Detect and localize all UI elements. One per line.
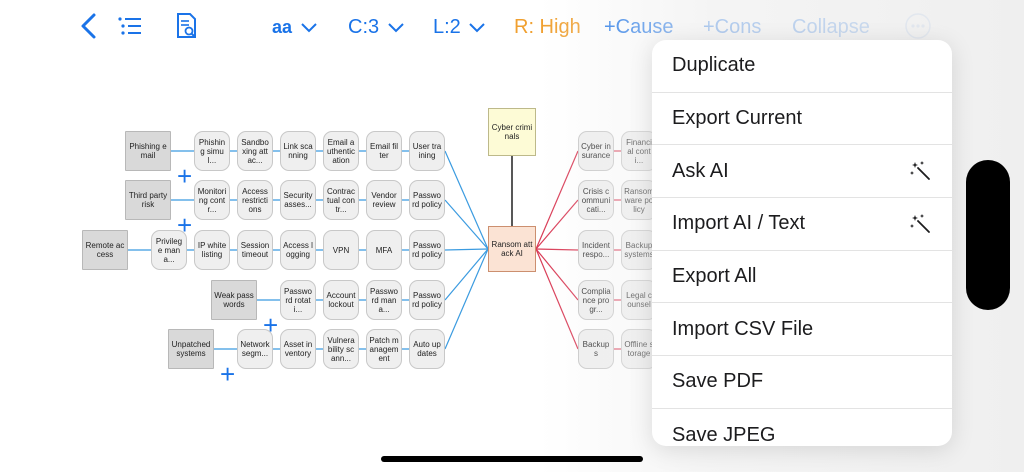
menu-item-label: Save PDF [672, 370, 764, 393]
connector-line [444, 248, 489, 350]
menu-item-export-current[interactable]: Export Current [652, 93, 952, 146]
barrier-node[interactable]: Session timeout [237, 230, 273, 270]
barrier-node[interactable]: Access logging [280, 230, 316, 270]
barrier-node[interactable]: Password mana... [366, 280, 402, 320]
scroll-handle[interactable] [966, 160, 1010, 310]
chevron-down-icon [387, 23, 404, 33]
barrier-node[interactable]: IP whitelisting [194, 230, 230, 270]
home-indicator[interactable] [381, 456, 643, 462]
barrier-node[interactable]: Password rotati... [280, 280, 316, 320]
menu-item-save-pdf[interactable]: Save PDF [652, 356, 952, 409]
center-event-node[interactable]: Ransom attack AI [488, 226, 536, 272]
barrier-node[interactable]: User training [409, 131, 445, 171]
connector-line [535, 199, 579, 250]
sparkle-wand-icon [910, 213, 930, 233]
barrier-node[interactable]: Password policy [409, 180, 445, 220]
add-cause-button[interactable]: +Cause [604, 16, 674, 38]
chevron-down-icon [469, 23, 486, 33]
barrier-node[interactable]: Password policy [409, 280, 445, 320]
menu-item-label: Import CSV File [672, 317, 814, 340]
add-consequence-button[interactable]: +Cons [703, 16, 762, 38]
cause-node-phishing[interactable]: Phishing email [125, 131, 171, 171]
menu-item-ask-ai[interactable]: Ask AI [652, 145, 952, 199]
menu-item-label: Import AI / Text [672, 212, 806, 235]
connector-line [535, 248, 579, 251]
barrier-node[interactable]: VPN [323, 230, 359, 270]
menu-item-export-all[interactable]: Export All [652, 251, 952, 304]
sparkle-wand-icon [910, 161, 930, 181]
barrier-node[interactable]: Sandboxing attac... [237, 131, 273, 171]
barrier-node[interactable]: Network segm... [237, 329, 273, 369]
back-chevron-icon[interactable] [74, 10, 106, 42]
cause-level-label: C:3 [348, 16, 380, 38]
menu-item-label: Ask AI [672, 159, 729, 182]
connector-line [444, 199, 489, 250]
list-icon[interactable] [114, 10, 146, 42]
menu-item-label: Export Current [672, 107, 803, 130]
cause-node-weak-passwords[interactable]: Weak passwords [211, 280, 257, 320]
connector-line [535, 150, 579, 250]
level-label: L:2 [433, 16, 461, 38]
barrier-node[interactable]: Email filter [366, 131, 402, 171]
more-options-icon[interactable] [904, 12, 932, 40]
consequence-barrier-node[interactable]: Crisis communicati... [578, 180, 614, 220]
barrier-node[interactable]: Access restrictions [237, 180, 273, 220]
barrier-node[interactable]: Asset inventory [280, 329, 316, 369]
level-button[interactable]: L:2 [433, 14, 486, 40]
font-size-label: aa [272, 17, 293, 37]
cause-node-unpatched[interactable]: Unpatched systems [168, 329, 214, 369]
add-plus-icon[interactable]: + [177, 161, 193, 191]
consequence-barrier-node[interactable]: Incident respo... [578, 230, 614, 270]
barrier-node[interactable]: Password policy [409, 230, 445, 270]
connector-line [535, 248, 579, 350]
menu-item-import-ai-text[interactable]: Import AI / Text [652, 198, 952, 251]
barrier-node[interactable]: Link scanning [280, 131, 316, 171]
consequence-barrier-node[interactable]: Cyber insurance [578, 131, 614, 171]
cause-node-third-party[interactable]: Third party risk [125, 180, 171, 220]
connector-line [444, 248, 489, 301]
risk-button[interactable]: R: High [514, 16, 581, 38]
menu-item-duplicate[interactable]: Duplicate [652, 40, 952, 93]
barrier-node[interactable]: Account lockout [323, 280, 359, 320]
barrier-node[interactable]: Email authentication [323, 131, 359, 171]
menu-item-label: Export All [672, 265, 757, 288]
barrier-node[interactable]: Privilege mana... [151, 230, 187, 270]
barrier-node[interactable]: Auto updates [409, 329, 445, 369]
barrier-node[interactable]: Vendor review [366, 180, 402, 220]
menu-item-label: Duplicate [672, 54, 756, 77]
cause-node-remote-access[interactable]: Remote access [82, 230, 128, 270]
barrier-node[interactable]: Contractual contr... [323, 180, 359, 220]
connector-line [535, 248, 579, 301]
consequence-barrier-node[interactable]: Compliance progr... [578, 280, 614, 320]
font-size-button[interactable]: aa [272, 14, 318, 40]
menu-item-label: Save JPEG [672, 423, 776, 446]
chevron-down-icon [300, 23, 317, 33]
collapse-button[interactable]: Collapse [792, 16, 870, 38]
barrier-node[interactable]: MFA [366, 230, 402, 270]
barrier-node[interactable]: Security asses... [280, 180, 316, 220]
more-options-menu: Duplicate Export Current Ask AI Import A… [652, 40, 952, 446]
add-plus-icon[interactable]: + [220, 359, 236, 389]
barrier-node[interactable]: Vulnerability scann... [323, 329, 359, 369]
barrier-node[interactable]: Phishing simul... [194, 131, 230, 171]
cause-level-button[interactable]: C:3 [348, 14, 405, 40]
menu-item-import-csv[interactable]: Import CSV File [652, 303, 952, 357]
barrier-node[interactable]: Patch management [366, 329, 402, 369]
document-search-icon[interactable] [170, 10, 202, 42]
barrier-node[interactable]: Monitoring contr... [194, 180, 230, 220]
menu-item-save-jpeg[interactable]: Save JPEG [652, 409, 952, 446]
top-cause-node[interactable]: Cyber criminals [488, 108, 536, 156]
consequence-barrier-node[interactable]: Backups [578, 329, 614, 369]
connector-line [444, 248, 489, 251]
connector-line [444, 150, 489, 250]
